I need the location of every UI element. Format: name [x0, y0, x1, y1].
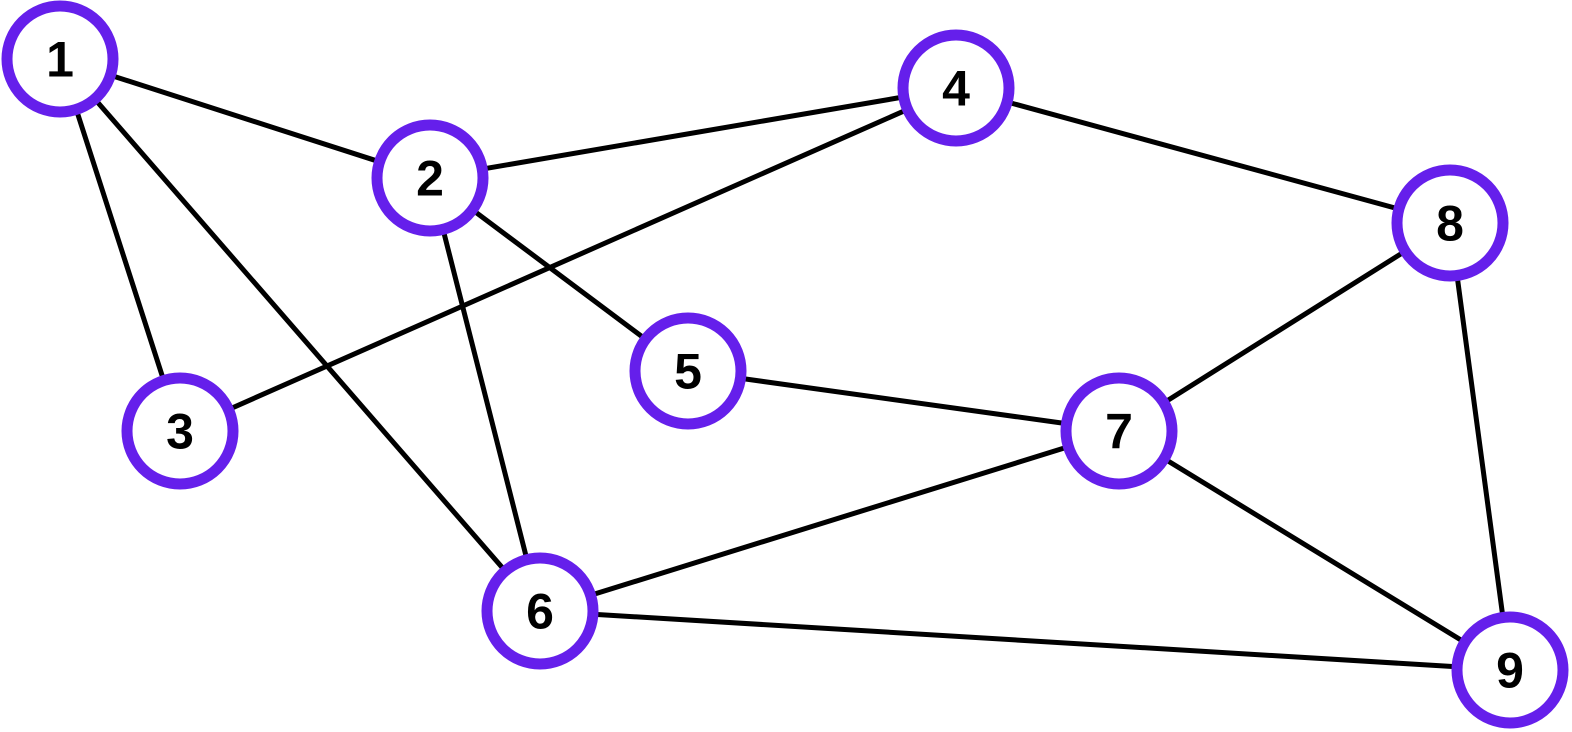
node-label-4: 4 [942, 61, 970, 117]
graph-edge-1-3 [57, 56, 183, 434]
node-circle-8[interactable] [1391, 164, 1509, 282]
graph-node-4[interactable]: 4 [897, 29, 1015, 147]
node-circle-9[interactable] [1451, 611, 1569, 729]
node-label-9: 9 [1496, 643, 1524, 699]
graph-node-6[interactable]: 6 [481, 552, 599, 670]
graph-edge-6-9 [537, 608, 1513, 673]
node-label-8: 8 [1436, 196, 1464, 252]
graph-edge-2-4 [427, 85, 959, 181]
graph-edge-5-7 [685, 368, 1122, 434]
graph-edge-1-2 [57, 56, 433, 181]
edges-layer [57, 56, 1513, 673]
node-circle-1[interactable] [1, 0, 119, 118]
node-circle-6[interactable] [481, 552, 599, 670]
graph-node-5[interactable]: 5 [629, 312, 747, 430]
graph-node-7[interactable]: 7 [1060, 372, 1178, 490]
node-circle-2[interactable] [371, 119, 489, 237]
graph-edge-8-9 [1447, 220, 1513, 673]
graph-edge-2-6 [427, 175, 543, 614]
graph-node-2[interactable]: 2 [371, 119, 489, 237]
graph-edge-4-8 [953, 85, 1453, 226]
graph-edge-3-4 [177, 85, 959, 434]
node-circle-3[interactable] [121, 372, 239, 490]
node-circle-5[interactable] [629, 312, 747, 430]
graph-edge-7-9 [1116, 428, 1513, 673]
node-label-7: 7 [1105, 404, 1133, 460]
node-label-6: 6 [526, 584, 554, 640]
node-label-3: 3 [166, 404, 194, 460]
node-label-1: 1 [46, 32, 74, 88]
graph-edge-7-8 [1116, 220, 1453, 434]
graph-node-9[interactable]: 9 [1451, 611, 1569, 729]
node-label-2: 2 [416, 151, 444, 207]
graph-edge-1-6 [57, 56, 543, 614]
graph-node-1[interactable]: 1 [1, 0, 119, 118]
node-circle-7[interactable] [1060, 372, 1178, 490]
node-circle-4[interactable] [897, 29, 1015, 147]
graph-node-3[interactable]: 3 [121, 372, 239, 490]
graph-edge-6-7 [537, 428, 1122, 614]
node-label-5: 5 [674, 344, 702, 400]
graph-node-8[interactable]: 8 [1391, 164, 1509, 282]
